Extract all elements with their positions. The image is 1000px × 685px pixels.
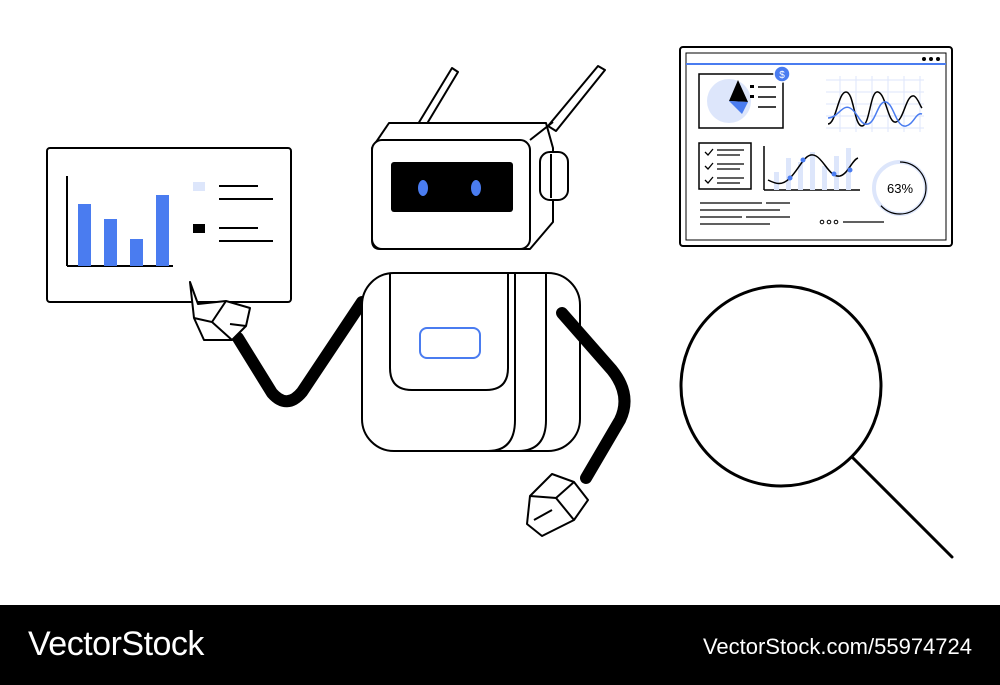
pie-chart-card — [698, 73, 784, 129]
legend-swatch-light — [193, 182, 205, 191]
pagination-dots — [819, 219, 839, 225]
robot-left-arm — [232, 296, 368, 408]
robot-left-claw — [189, 281, 251, 341]
left-chart-board — [46, 147, 292, 303]
watermark-footer: VectorStock VectorStock.com/55974724 — [0, 605, 1000, 685]
brand-logo: VectorStock — [28, 625, 204, 663]
line-chart-icon — [826, 76, 924, 132]
bar-chart-icon — [66, 176, 173, 267]
robot-head — [371, 121, 569, 250]
robot-antennas — [417, 65, 606, 132]
robot-eye-right — [471, 180, 481, 196]
robot — [189, 65, 631, 537]
robot-visor — [391, 162, 513, 212]
progress-ring: 63% — [872, 160, 928, 216]
dashboard-panel: $ — [679, 46, 953, 247]
magnifier-icon — [679, 284, 954, 559]
robot-ear — [539, 151, 569, 201]
robot-right-arm — [556, 307, 631, 484]
robot-right-claw — [526, 473, 589, 537]
board-bar — [104, 219, 117, 266]
board-bar — [156, 195, 169, 266]
stock-id-label: VectorStock.com/55974724 — [702, 634, 972, 659]
dashboard-text-lines — [700, 202, 884, 225]
illustration-scene: $ — [46, 46, 954, 559]
board-bar — [130, 239, 143, 266]
pie-chart-icon — [707, 79, 751, 123]
robot-eye-left — [418, 180, 428, 196]
board-bar — [78, 204, 91, 266]
checklist-icon — [698, 142, 752, 190]
coin-icon: $ — [773, 65, 791, 83]
legend-swatch-dark — [193, 224, 205, 233]
robot-body — [361, 272, 581, 452]
mini-combo-chart — [763, 146, 860, 191]
coin-symbol: $ — [779, 70, 785, 81]
progress-percent-label: 63% — [887, 181, 913, 196]
robot-chest-panel — [419, 327, 481, 359]
